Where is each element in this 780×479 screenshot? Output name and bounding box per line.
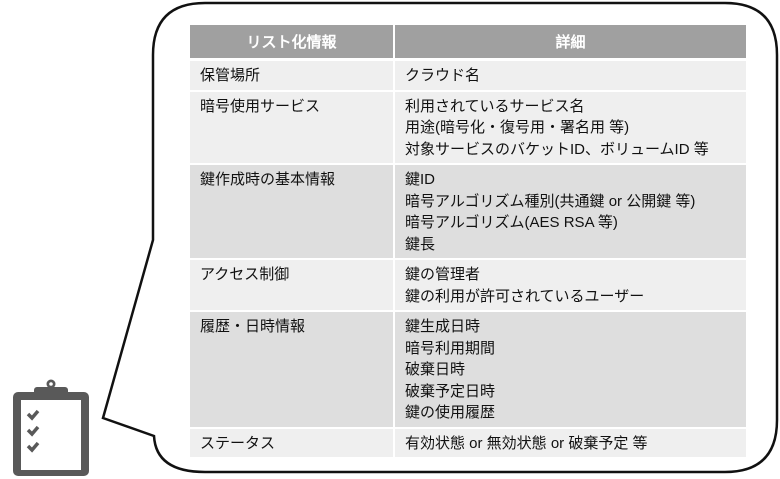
row-label: 保管場所 — [190, 59, 395, 92]
detail-item: 鍵ID — [405, 171, 436, 188]
detail-item: 暗号利用期間 — [405, 339, 496, 357]
row-details: 鍵ID 暗号アルゴリズム種別(共通鍵 or 公開鍵 等) 暗号アルゴリズム(AES … — [394, 164, 746, 260]
table-row: ステータス有効状態 or 無効状態 or 破棄予定 等 — [190, 427, 746, 459]
detail-item: 有効状態 or 無効状態 or 破棄予定 等 — [405, 434, 648, 452]
row-label: アクセス制御 — [190, 259, 395, 312]
header-details: 詳細 — [394, 25, 746, 61]
detail-item: クラウド名 — [405, 67, 481, 84]
detail-item: 利用されているサービス名 — [405, 97, 585, 115]
detail-item: 対象サービスのバケットID、ボリュームID 等 — [405, 140, 709, 158]
table-row: 保管場所クラウド名 — [190, 59, 746, 92]
table-row: 鍵作成時の基本情報鍵ID 暗号アルゴリズム種別(共通鍵 or 公開鍵 等) 暗号アル… — [190, 164, 746, 260]
detail-item: 鍵の利用が許可されているユーザー — [405, 287, 645, 305]
detail-item: 用途(暗号化・復号用・署名用 等) — [405, 119, 630, 136]
table-row: 暗号使用サービス利用されているサービス名用途(暗号化・復号用・署名用 等) 対象サ… — [190, 90, 746, 165]
row-details: クラウド名 — [394, 59, 746, 92]
row-details: 鍵の管理者鍵の利用が許可されているユーザー — [394, 259, 746, 312]
detail-item: 鍵長 — [405, 235, 436, 253]
detail-item: 暗号アルゴリズム(AES RSA 等) — [405, 214, 618, 231]
clipboard-checklist-icon — [13, 379, 89, 476]
row-label: 鍵作成時の基本情報 — [190, 164, 395, 260]
row-label: 暗号使用サービス — [190, 90, 395, 165]
row-label: ステータス — [190, 427, 395, 459]
detail-item: 鍵の管理者 — [405, 266, 481, 283]
table-row: 履歴・日時情報鍵生成日時暗号利用期間破棄日時破棄予定日時鍵の使用履歴 — [190, 311, 746, 429]
table-header-row: リスト化情報 詳細 — [190, 25, 746, 61]
detail-item: 鍵の使用履歴 — [405, 404, 496, 421]
row-details: 有効状態 or 無効状態 or 破棄予定 等 — [394, 427, 746, 459]
detail-item: 暗号アルゴリズム種別(共通鍵 or 公開鍵 等) — [405, 192, 696, 210]
detail-item: 鍵生成日時 — [405, 318, 481, 335]
key-inventory-table: リスト化情報 詳細 保管場所クラウド名暗号使用サービス利用されているサービス名用… — [190, 25, 746, 459]
header-list-info: リスト化情報 — [190, 25, 395, 61]
detail-item: 破棄日時 — [405, 361, 466, 378]
row-label: 履歴・日時情報 — [190, 311, 395, 429]
table-row: アクセス制御鍵の管理者鍵の利用が許可されているユーザー — [190, 259, 746, 312]
row-details: 鍵生成日時暗号利用期間破棄日時破棄予定日時鍵の使用履歴 — [394, 311, 746, 429]
detail-item: 破棄予定日時 — [405, 382, 496, 400]
row-details: 利用されているサービス名用途(暗号化・復号用・署名用 等) 対象サービスのバケット… — [394, 90, 746, 165]
